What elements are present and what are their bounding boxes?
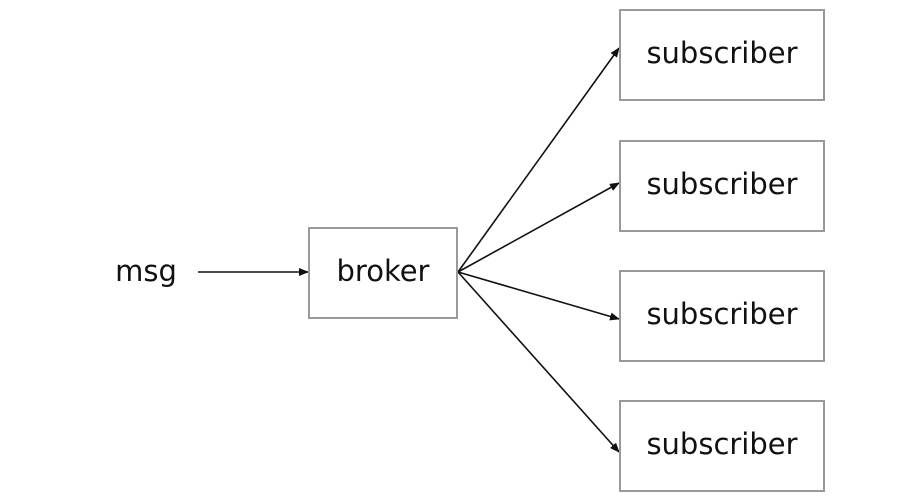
edge-broker-to-subscriber-1 bbox=[457, 47, 620, 273]
subscriber-label: subscriber bbox=[646, 167, 797, 201]
subscriber-box bbox=[619, 9, 825, 101]
subscriber-box bbox=[619, 140, 825, 232]
edges bbox=[198, 47, 620, 453]
broker-label: broker bbox=[337, 254, 430, 288]
subscriber-label: subscriber bbox=[646, 297, 797, 331]
subscriber-box bbox=[619, 400, 825, 492]
edge-broker-to-subscriber-4 bbox=[457, 271, 620, 453]
edge-broker-to-subscriber-2 bbox=[457, 182, 620, 273]
edge-broker-to-subscriber-3 bbox=[457, 271, 620, 321]
subscriber-label: subscriber bbox=[646, 427, 797, 461]
msg-label: msg bbox=[115, 254, 177, 288]
subscriber-node: subscriber bbox=[619, 400, 825, 492]
subscriber-label: subscriber bbox=[646, 36, 797, 70]
broker-node: broker bbox=[308, 227, 458, 319]
subscriber-node: subscriber bbox=[619, 270, 825, 362]
broker-box bbox=[308, 227, 458, 319]
subscriber-node: subscriber bbox=[619, 9, 825, 101]
subscriber-box bbox=[619, 270, 825, 362]
subscriber-node: subscriber bbox=[619, 140, 825, 232]
